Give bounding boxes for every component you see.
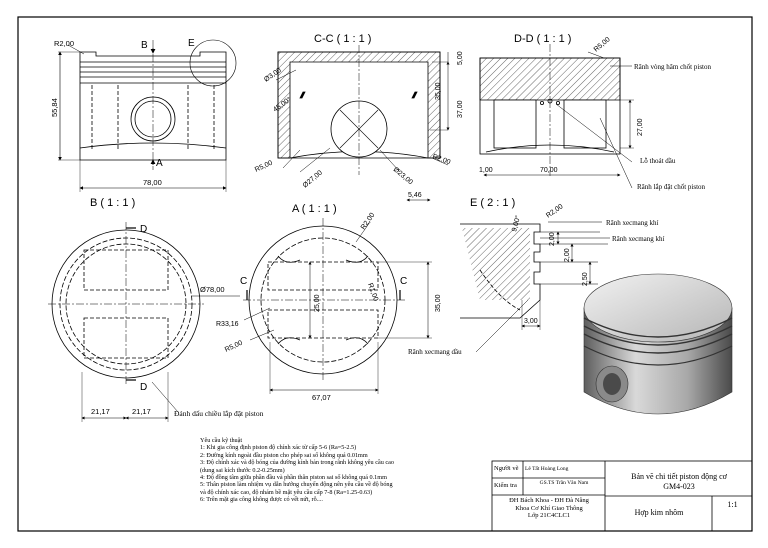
a-dim-25: 25,00 bbox=[314, 294, 321, 312]
notes-title: Yêu cầu kỹ thuật bbox=[200, 437, 243, 444]
piston-3d-render bbox=[583, 273, 733, 415]
checked-by-name: GS.TS Trần Văn Nam bbox=[539, 480, 589, 486]
drawing-title-block: Bản vẽ chi tiết piston động cơ GM4-023 bbox=[607, 472, 751, 491]
drawn-by-label: Người vẽ bbox=[494, 465, 519, 472]
title-block-frame bbox=[491, 460, 753, 532]
b-width-right: 21,17 bbox=[132, 407, 151, 416]
main-label-a: A bbox=[156, 158, 163, 169]
e-callout-gas-2: Rãnh xecmang khí bbox=[612, 235, 665, 243]
checked-by-label: Kiểm tra bbox=[494, 482, 517, 489]
b-width-left: 21,17 bbox=[91, 407, 110, 416]
drawing-title: Bản vẽ chi tiết piston động cơ bbox=[631, 472, 727, 481]
cc-width-546: 5,46 bbox=[408, 192, 422, 199]
cc-dia-23: Ø23,00 bbox=[392, 166, 414, 186]
a-title: A ( 1 : 1 ) bbox=[292, 203, 337, 215]
notes-line: và độ chính xác cao, độ nhám bề mặt yêu … bbox=[200, 488, 373, 496]
dd-dim-27: 27,00 bbox=[637, 118, 644, 136]
scale: 1:1 bbox=[727, 500, 738, 509]
b-callout-mark: Đánh dấu chiều lắp đặt piston bbox=[174, 409, 264, 418]
dd-callout-oil-hole: Lỗ thoát dầu bbox=[640, 157, 676, 165]
a-label-c-left: C bbox=[240, 276, 247, 287]
dd-title: D-D ( 1 : 1 ) bbox=[514, 33, 571, 45]
section-cc-view bbox=[275, 45, 450, 202]
e-callout-oil-ring: Rãnh xecmang dầu bbox=[408, 348, 462, 356]
main-radius-label: R2,00 bbox=[54, 39, 74, 48]
a-radius-2: R2,00 bbox=[360, 212, 377, 231]
a-dim-35: 35,00 bbox=[435, 294, 442, 312]
a-radius-33: R33,16 bbox=[216, 321, 239, 328]
notes-line: 3: Độ chính xác và độ bóng của đường kín… bbox=[200, 459, 394, 467]
notes-line: 6: Trên mặt gia công không được có vết n… bbox=[200, 496, 323, 504]
b-title: B ( 1 : 1 ) bbox=[90, 197, 135, 209]
class-name: Lớp 21C4CLC1 bbox=[527, 512, 571, 520]
dd-callout-pin-ring: Rãnh vòng hãm chốt piston bbox=[634, 63, 711, 71]
cc-dim-37: 37,00 bbox=[457, 100, 464, 118]
detail-e-view bbox=[460, 221, 610, 353]
cc-dia-27: Ø27,00 bbox=[302, 169, 324, 189]
cc-title: C-C ( 1 : 1 ) bbox=[314, 33, 371, 45]
notes-line: 5: Thân piston làm nhiệm vụ dẫn hướng ch… bbox=[200, 481, 393, 489]
notes-line: 2: Đường kính ngoài đầu piston cho phép … bbox=[200, 451, 368, 459]
e-dim-2b: 2,00 bbox=[564, 248, 571, 262]
main-height-dim: 55,84 bbox=[50, 98, 59, 117]
technical-requirements: Yêu cầu kỹ thuật 1: Khi gia công định pi… bbox=[200, 437, 482, 504]
a-label-c-right: C bbox=[400, 276, 407, 287]
b-diameter-78: Ø78,00 bbox=[200, 285, 225, 294]
dd-radius-5: R5,00 bbox=[593, 36, 612, 53]
e-radius-2: R2,00 bbox=[545, 203, 564, 220]
e-dim-250: 2,50 bbox=[582, 272, 589, 286]
notes-line: 4: Độ đồng tâm giữa phần đầu và phần thâ… bbox=[200, 474, 387, 482]
view-b-top bbox=[48, 222, 240, 422]
e-callout-gas-1: Rãnh xecmang khí bbox=[606, 219, 659, 227]
notes-line: 1: Khi gia công định piston độ chính xác… bbox=[200, 444, 357, 452]
cc-dim-5: 5,00 bbox=[457, 51, 464, 65]
faculty-name: Khoa Cơ Khí Giao Thông bbox=[515, 504, 583, 512]
school-name: ĐH Bách Khoa - ĐH Đà Nẵng bbox=[509, 497, 589, 504]
dd-dim-70: 70,00 bbox=[540, 167, 558, 174]
dd-dim-1: 1,00 bbox=[479, 167, 493, 174]
a-radius-1: R1,00 bbox=[366, 282, 379, 302]
main-width-dim: 78,00 bbox=[143, 178, 162, 187]
view-a-bottom bbox=[243, 218, 432, 394]
sheet-border bbox=[17, 16, 753, 532]
cc-radius-5: R5,00 bbox=[254, 160, 274, 174]
section-dd-view bbox=[479, 44, 634, 189]
a-radius-5: R5,00 bbox=[224, 340, 244, 354]
e-title: E ( 2 : 1 ) bbox=[470, 197, 515, 209]
main-label-b: B bbox=[141, 40, 148, 51]
material: Hợp kim nhôm bbox=[634, 508, 684, 517]
b-label-d-bottom: D bbox=[140, 382, 147, 393]
main-front-view bbox=[58, 39, 237, 192]
drawn-by-name: Lê Tất Hoàng Long bbox=[525, 466, 569, 472]
a-width-67: 67,07 bbox=[312, 393, 331, 402]
drawing-code: GM4-023 bbox=[663, 481, 695, 491]
e-dim-3: 3,00 bbox=[524, 318, 538, 325]
cc-dim-35: 35,00 bbox=[435, 82, 442, 100]
school-info: ĐH Bách Khoa - ĐH Đà Nẵng Khoa Cơ Khí Gi… bbox=[494, 497, 604, 520]
dd-callout-pin-groove: Rãnh lắp đặt chốt piston bbox=[637, 183, 706, 191]
b-label-d-top: D bbox=[140, 224, 147, 235]
main-label-e: E bbox=[188, 38, 195, 49]
cc-radius-2: R2,00 bbox=[431, 153, 451, 166]
notes-line: (dung sai kích thước 0.2-0.25mm) bbox=[200, 466, 285, 474]
e-dim-2a: 2,00 bbox=[549, 232, 556, 246]
